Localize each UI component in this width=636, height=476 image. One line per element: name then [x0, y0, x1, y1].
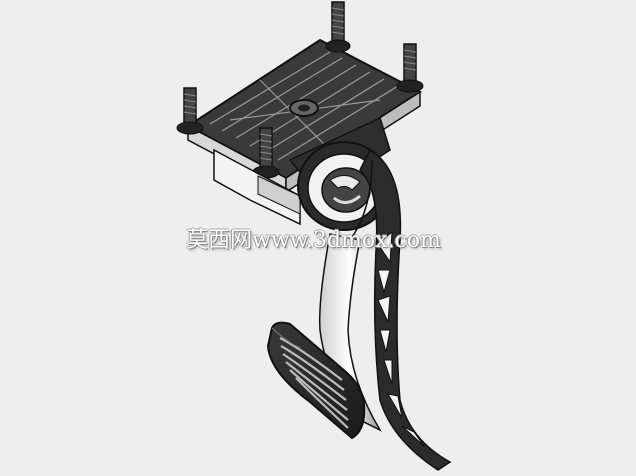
- bolt-right: [396, 43, 424, 93]
- pivot-hub: [297, 141, 391, 231]
- bolt-left: [176, 87, 204, 135]
- bolt-top: [325, 1, 351, 53]
- foot-pad: [266, 321, 366, 440]
- watermark-text: 莫西网www.3dmox.com: [186, 228, 441, 253]
- mounting-bolts: [176, 1, 424, 179]
